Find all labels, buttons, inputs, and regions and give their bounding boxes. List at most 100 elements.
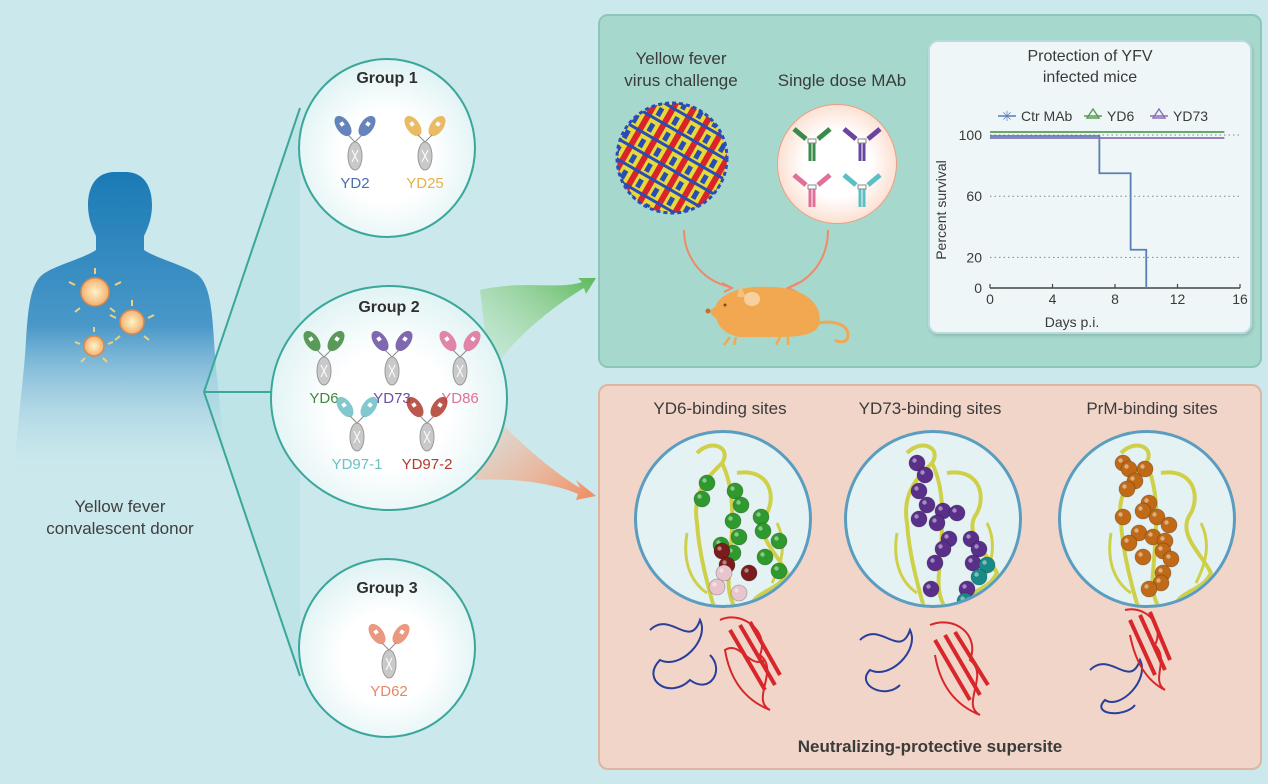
binding-residue-sphere bbox=[970, 540, 988, 558]
chart-grid bbox=[990, 134, 1242, 258]
antibody-yd6: YD6 bbox=[284, 325, 364, 407]
green-arrow-to-challenge bbox=[480, 278, 596, 375]
sphere-highlight bbox=[734, 532, 739, 537]
sphere-highlight bbox=[712, 582, 717, 587]
donor-label-line1: Yellow fever bbox=[74, 497, 166, 516]
binding-residue-sphere bbox=[756, 548, 774, 566]
binding-residue-sphere bbox=[1134, 502, 1152, 520]
binding-residue-sphere bbox=[928, 514, 946, 532]
sphere-highlight bbox=[1124, 464, 1129, 469]
sphere-highlight bbox=[728, 516, 733, 521]
sphere-highlight bbox=[926, 584, 931, 589]
protein-structure bbox=[684, 443, 790, 605]
group-connector-lines bbox=[203, 107, 301, 677]
antibody-icon bbox=[336, 396, 378, 452]
legend-item: ✳Ctr MAb bbox=[998, 108, 1073, 124]
binding-residue-sphere bbox=[1134, 548, 1152, 566]
y-tick-label: 20 bbox=[966, 249, 982, 265]
arrow-virus-to-mouse bbox=[683, 229, 731, 288]
binding-residue-sphere bbox=[926, 554, 944, 572]
x-tick-label: 12 bbox=[1170, 291, 1186, 307]
sphere-highlight bbox=[974, 572, 979, 577]
sphere-highlight bbox=[914, 514, 919, 519]
virus-challenge-label: Yellow fever virus challenge bbox=[606, 48, 756, 92]
sphere-highlight bbox=[1158, 546, 1163, 551]
arrow-mab-to-mouse bbox=[789, 229, 829, 288]
mab-antibody-icon bbox=[842, 127, 882, 161]
sphere-highlight bbox=[734, 588, 739, 593]
donor-silhouette bbox=[14, 172, 226, 480]
triangle-marker-icon bbox=[1085, 107, 1101, 119]
antibody-yd73: YD73 bbox=[352, 325, 432, 407]
sphere-highlight bbox=[758, 526, 763, 531]
binding-residue-sphere bbox=[964, 554, 982, 572]
antibody-yd25: YD25 bbox=[385, 110, 465, 192]
sphere-highlight bbox=[1144, 584, 1149, 589]
y-tick-label: 60 bbox=[966, 188, 982, 204]
y-axis-label: Percent survival bbox=[933, 160, 949, 260]
binding-residue-sphere bbox=[726, 482, 744, 500]
chart-title-line1: Protection of YFV bbox=[1027, 48, 1153, 65]
sphere-highlight bbox=[1152, 512, 1157, 517]
antibody-label: YD2 bbox=[340, 175, 370, 192]
binding-residue-sphere bbox=[1136, 460, 1154, 478]
x-tick-label: 0 bbox=[986, 291, 994, 307]
sphere-highlight bbox=[912, 458, 917, 463]
mab-antibody-icon bbox=[792, 173, 832, 207]
virus-label-line2: virus challenge bbox=[624, 71, 738, 90]
binding-residue-sphere bbox=[1114, 508, 1132, 526]
antibody-label: YD62 bbox=[370, 683, 408, 700]
sphere-highlight bbox=[938, 506, 943, 511]
sphere-highlight bbox=[1166, 554, 1171, 559]
legend-label: Ctr MAb bbox=[1021, 108, 1073, 124]
mab-antibody-icon bbox=[842, 173, 882, 207]
yd6-binding-site-structure bbox=[634, 430, 812, 608]
binding-residue-sphere bbox=[770, 562, 788, 580]
binding-residue-sphere bbox=[754, 522, 772, 540]
supersite-caption: Neutralizing-protective supersite bbox=[797, 737, 1063, 756]
sphere-highlight bbox=[1148, 532, 1153, 537]
ribbon-strand bbox=[1108, 522, 1208, 595]
legend-item: YD73 bbox=[1150, 107, 1208, 124]
sphere-highlight bbox=[1138, 552, 1143, 557]
group-2-title: Group 2 bbox=[358, 299, 420, 316]
antibody-icon bbox=[303, 330, 345, 386]
sphere-highlight bbox=[760, 552, 765, 557]
triangle-marker-icon bbox=[1151, 107, 1167, 119]
sphere-highlight bbox=[982, 560, 987, 565]
sphere-highlight bbox=[1134, 528, 1139, 533]
prm-binding-site-structure bbox=[1058, 430, 1236, 608]
antibody-yd86: YD86 bbox=[420, 325, 500, 407]
sphere-highlight bbox=[702, 478, 707, 483]
group-3-circle: Group 3 YD62 bbox=[298, 558, 476, 738]
group-1-title: Group 1 bbox=[356, 70, 418, 87]
mouse-icon bbox=[705, 285, 850, 346]
binding-residue-sphere bbox=[693, 490, 711, 508]
antibody-icon bbox=[404, 115, 446, 171]
mab-antibody-icon bbox=[792, 127, 832, 161]
legend-item: YD6 bbox=[1084, 107, 1134, 124]
protein-structure bbox=[894, 443, 1000, 605]
single-dose-mab-label: Single dose MAb bbox=[777, 71, 907, 90]
binding-residue-sphere bbox=[730, 528, 748, 546]
antibody-yd97-1: YD97-1 bbox=[317, 391, 397, 473]
legend-label: YD73 bbox=[1173, 108, 1208, 124]
sphere-highlight bbox=[719, 568, 724, 573]
sphere-highlight bbox=[774, 536, 779, 541]
sphere-highlight bbox=[1118, 458, 1123, 463]
antibody-icon bbox=[439, 330, 481, 386]
binding-residue-sphere bbox=[770, 532, 788, 550]
antibody-yd62: YD62 bbox=[349, 618, 429, 700]
protein-structure bbox=[1108, 443, 1214, 605]
antibody-label: YD73 bbox=[373, 390, 411, 407]
antibody-icon bbox=[368, 623, 410, 679]
sphere-highlight bbox=[1140, 464, 1145, 469]
b-cell-icon bbox=[68, 268, 155, 363]
ribbon-domain-3 bbox=[1089, 608, 1172, 715]
secondary-residue-sphere bbox=[978, 556, 996, 574]
x-tick-label: 16 bbox=[1232, 291, 1248, 307]
binding-residue-sphere bbox=[732, 496, 750, 514]
sphere-highlight bbox=[1124, 538, 1129, 543]
group-2-circle: Group 2 YD6 YD73 YD86 bbox=[270, 285, 508, 511]
sphere-highlight bbox=[744, 568, 749, 573]
